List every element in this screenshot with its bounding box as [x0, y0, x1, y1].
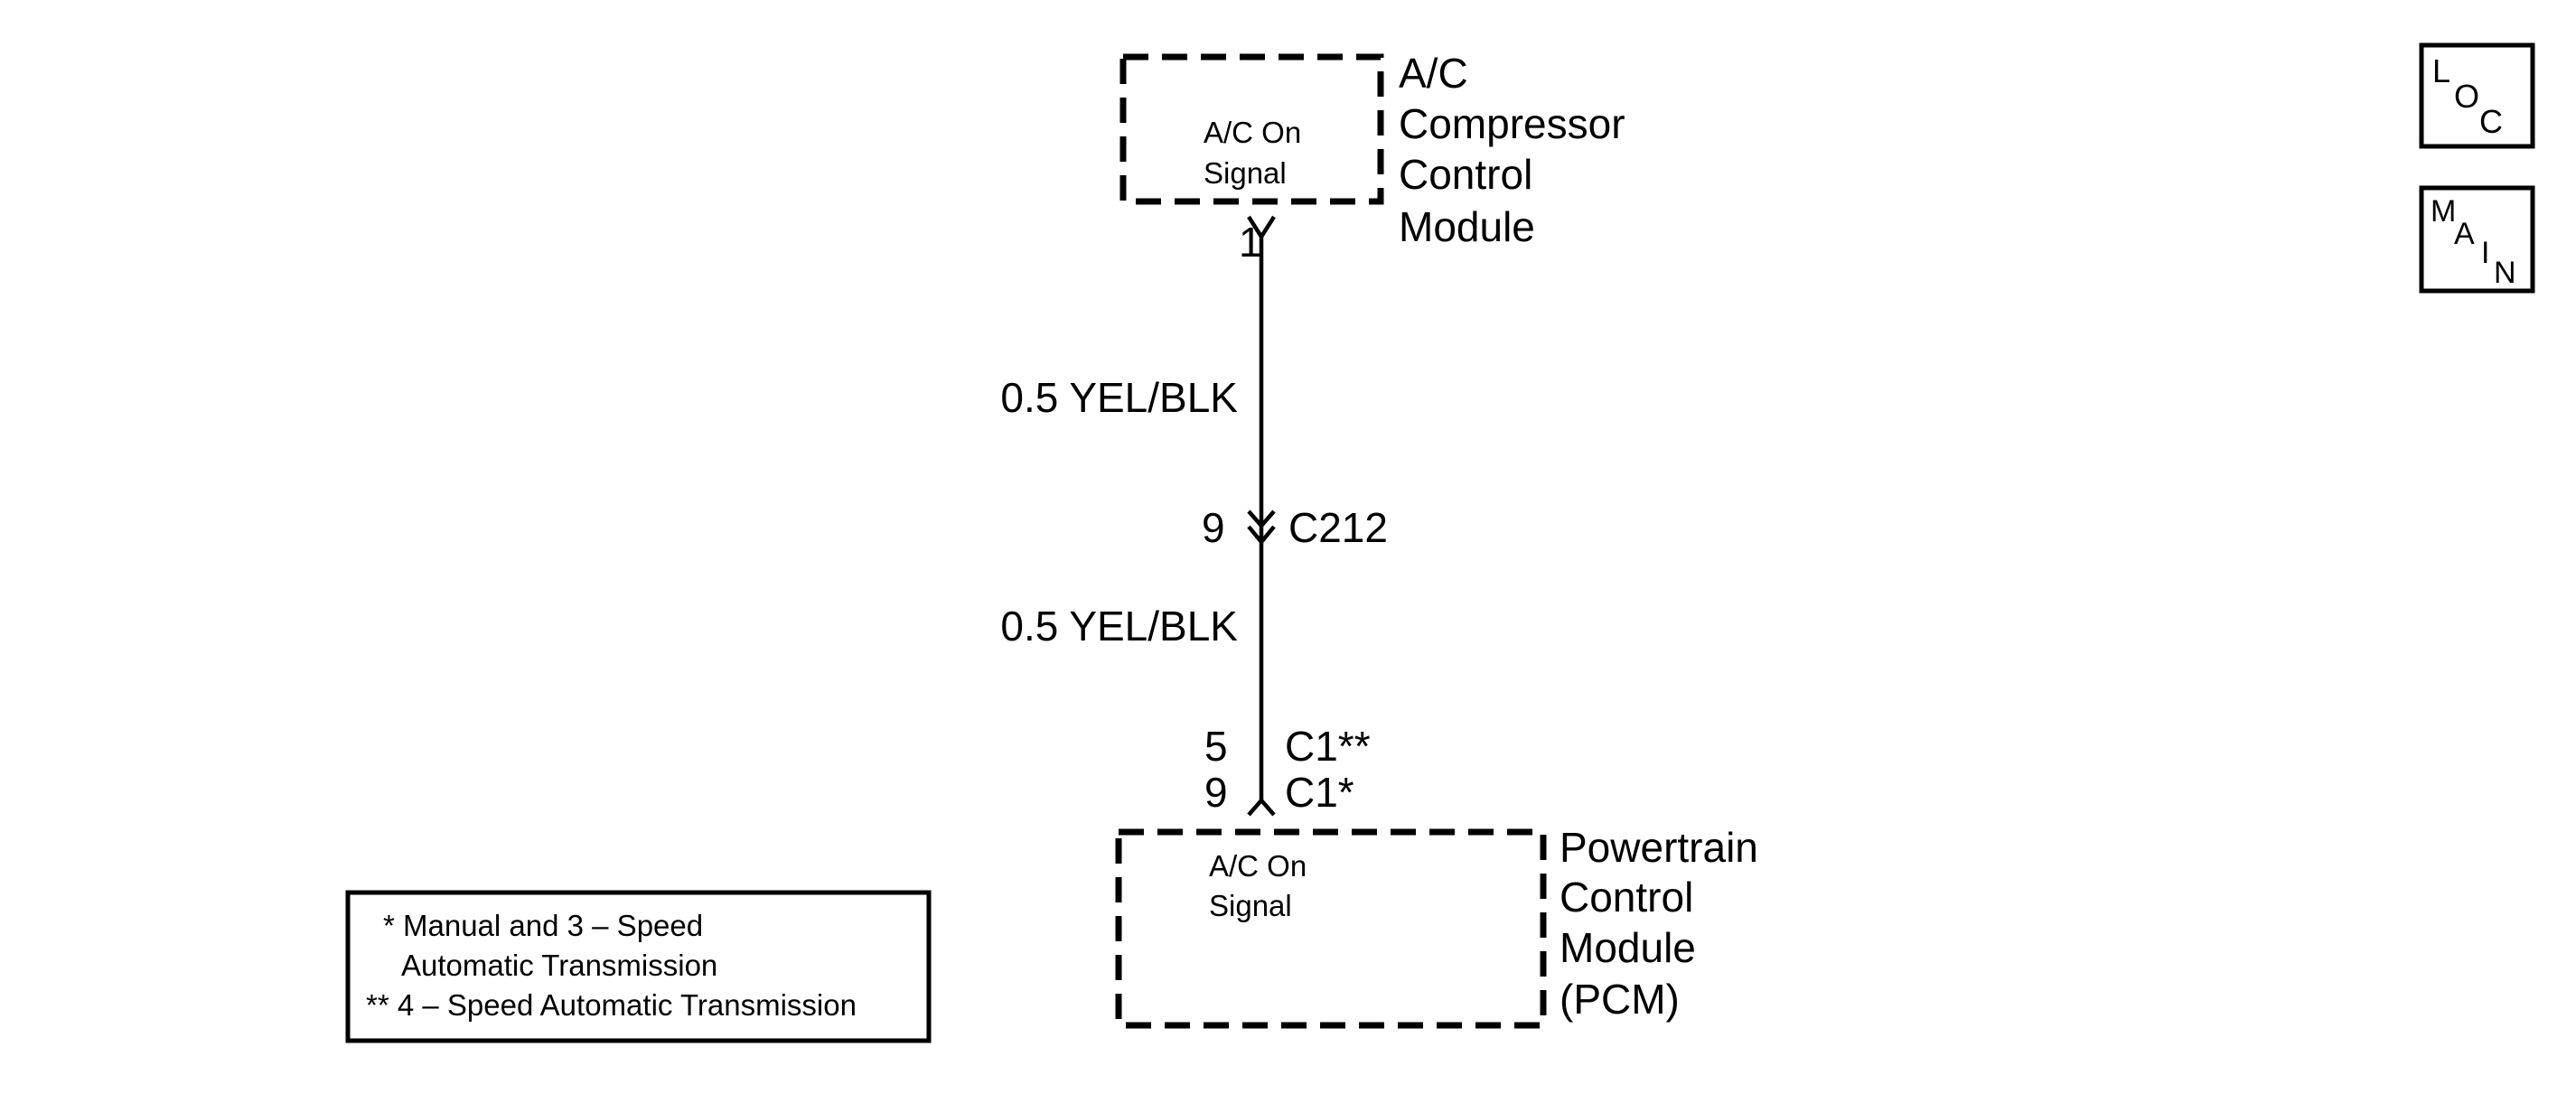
c1-row-2-name: C1* [1285, 769, 1354, 816]
c1-row-2-pin: 9 [1204, 769, 1228, 816]
ac-compressor-name-line-3: Control [1399, 151, 1532, 198]
ac-compressor-name-line-4: Module [1399, 203, 1535, 250]
loc-letter-o: O [2454, 78, 2479, 115]
legend-box [345, 890, 932, 1043]
loc-letter-c: C [2479, 103, 2503, 140]
c212-pin-number: 9 [1202, 504, 1225, 551]
transmission-legend: * Manual and 3 – Speed Automatic Transmi… [345, 890, 932, 1043]
loc-nav-button[interactable]: L O C [2419, 42, 2535, 149]
main-button-frame[interactable] [2419, 185, 2535, 294]
ac-compressor-name-line-1: A/C [1399, 50, 1468, 97]
pcm-signal-line-1: A/C On [1209, 849, 1307, 883]
pcm-module-box [1115, 828, 1547, 1029]
main-letter-i: I [2481, 236, 2489, 270]
ac-compressor-name-line-2: Compressor [1399, 100, 1625, 147]
ac-compressor-signal-line-2: Signal [1204, 156, 1287, 190]
powertrain-control-module: A/C On Signal Powertrain Control Module … [1115, 824, 1758, 1029]
ac-compressor-pin-terminal: 1 [1239, 215, 1276, 266]
ac-compressor-module-box [1119, 53, 1384, 205]
pcm-connector-c1: 5 C1** 9 C1* [1204, 723, 1371, 817]
wire-upper-label: 0.5 YEL/BLK [1000, 374, 1238, 421]
c1-row-1-name: C1** [1285, 723, 1371, 770]
pcm-name-line-3: Module [1560, 924, 1696, 971]
c212-connector-name: C212 [1288, 504, 1388, 551]
pcm-name-line-1: Powertrain [1560, 824, 1758, 871]
c1-row-1-pin: 5 [1204, 723, 1228, 770]
main-nav-button[interactable]: M A I N [2419, 185, 2535, 294]
pcm-name-line-2: Control [1560, 874, 1693, 921]
pcm-signal-line-2: Signal [1209, 889, 1292, 922]
legend-line-3: ** 4 – Speed Automatic Transmission [366, 988, 857, 1022]
pcm-name-line-4: (PCM) [1560, 976, 1680, 1023]
main-letter-m: M [2431, 194, 2456, 229]
ac-compressor-signal-line-1: A/C On [1204, 116, 1301, 149]
ac-compressor-pin-number: 1 [1239, 219, 1262, 266]
loc-button-frame[interactable] [2419, 42, 2535, 149]
loc-letter-l: L [2432, 52, 2450, 89]
legend-line-2: Automatic Transmission [401, 949, 717, 982]
main-letter-a: A [2454, 217, 2475, 251]
inline-connector-c212: 9 C212 [1202, 504, 1388, 551]
wire-lower-label: 0.5 YEL/BLK [1000, 603, 1238, 650]
legend-line-1: * Manual and 3 – Speed [383, 909, 703, 942]
main-letter-n: N [2494, 256, 2516, 290]
ac-compressor-control-module: A/C On Signal A/C Compressor Control Mod… [1119, 50, 1625, 250]
